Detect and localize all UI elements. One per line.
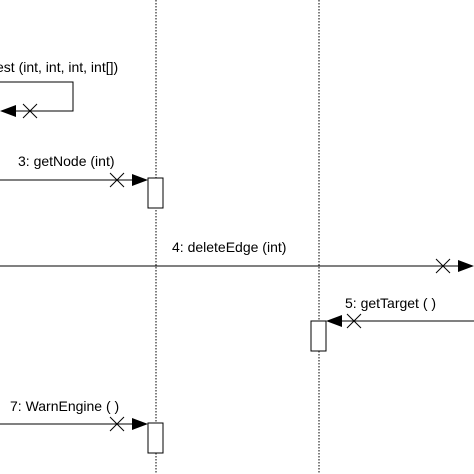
message-est: est (int, int, int, int[]) xyxy=(0,59,118,119)
message-getnode: 3: getNode (int) xyxy=(0,153,164,209)
message-deleteedge: 4: deleteEdge (int) xyxy=(0,239,474,274)
activation-box-gettarget xyxy=(310,320,327,352)
cross-marker-warnengine xyxy=(109,416,125,432)
cross-marker-getnode xyxy=(109,172,125,188)
message-label-gettarget: 5: getTarget ( ) xyxy=(345,295,436,311)
activation-box-getnode xyxy=(147,177,164,209)
arrowhead-gettarget xyxy=(326,315,342,327)
message-label-getnode: 3: getNode (int) xyxy=(18,153,115,169)
message-label-deleteedge: 4: deleteEdge (int) xyxy=(172,239,286,255)
cross-marker-deleteedge xyxy=(435,258,451,274)
cross-marker-gettarget xyxy=(346,313,362,329)
self-call-loop xyxy=(0,81,74,112)
message-gettarget: 5: getTarget ( ) xyxy=(310,295,474,352)
arrowhead-getnode xyxy=(132,174,148,186)
arrowhead-deleteedge xyxy=(458,260,474,272)
cross-marker-est xyxy=(22,103,38,119)
message-warnengine: 7: WarnEngine ( ) xyxy=(0,398,164,454)
message-label-warnengine: 7: WarnEngine ( ) xyxy=(10,398,119,414)
arrowhead-warnengine xyxy=(132,418,148,430)
activation-box-warnengine xyxy=(147,422,164,454)
message-label-est: est (int, int, int, int[]) xyxy=(0,59,118,75)
arrowhead-est xyxy=(0,105,16,117)
